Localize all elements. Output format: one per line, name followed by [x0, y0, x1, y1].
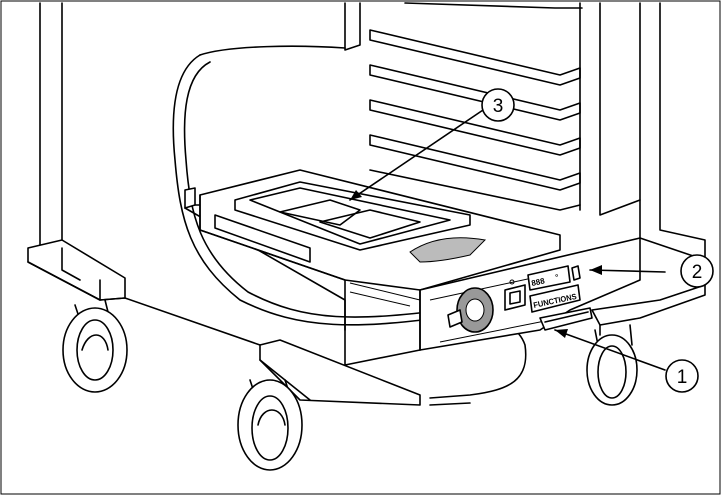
intake-fan	[456, 287, 494, 333]
right-caster	[586, 324, 638, 406]
power-inlet	[447, 309, 463, 328]
drawer-handle	[539, 307, 593, 331]
display-readout: 888	[531, 276, 546, 288]
left-base-arm	[27, 239, 126, 301]
cabinet-right-side	[639, 2, 706, 286]
callout-3-label: 3	[493, 96, 504, 117]
callout-2: 2	[680, 254, 714, 288]
display-unit: °	[555, 272, 560, 281]
callout-1: 1	[665, 359, 699, 393]
power-cable	[172, 45, 527, 406]
right-base-arm	[591, 237, 706, 336]
left-rear-post	[39, 2, 63, 251]
food-pan	[234, 181, 471, 251]
tray-racks	[369, 2, 641, 216]
callout-2-label: 2	[692, 262, 703, 283]
callout-1-label: 1	[677, 367, 688, 388]
rear-vent-grille	[409, 237, 487, 263]
power-switch	[504, 279, 526, 311]
callout-3: 3	[481, 88, 515, 122]
temperature-display: 888 °	[527, 265, 581, 291]
left-caster	[62, 299, 128, 393]
front-left-caster	[237, 379, 303, 471]
callout-leaders	[349, 107, 666, 371]
cabinet-left-wall	[344, 2, 361, 51]
